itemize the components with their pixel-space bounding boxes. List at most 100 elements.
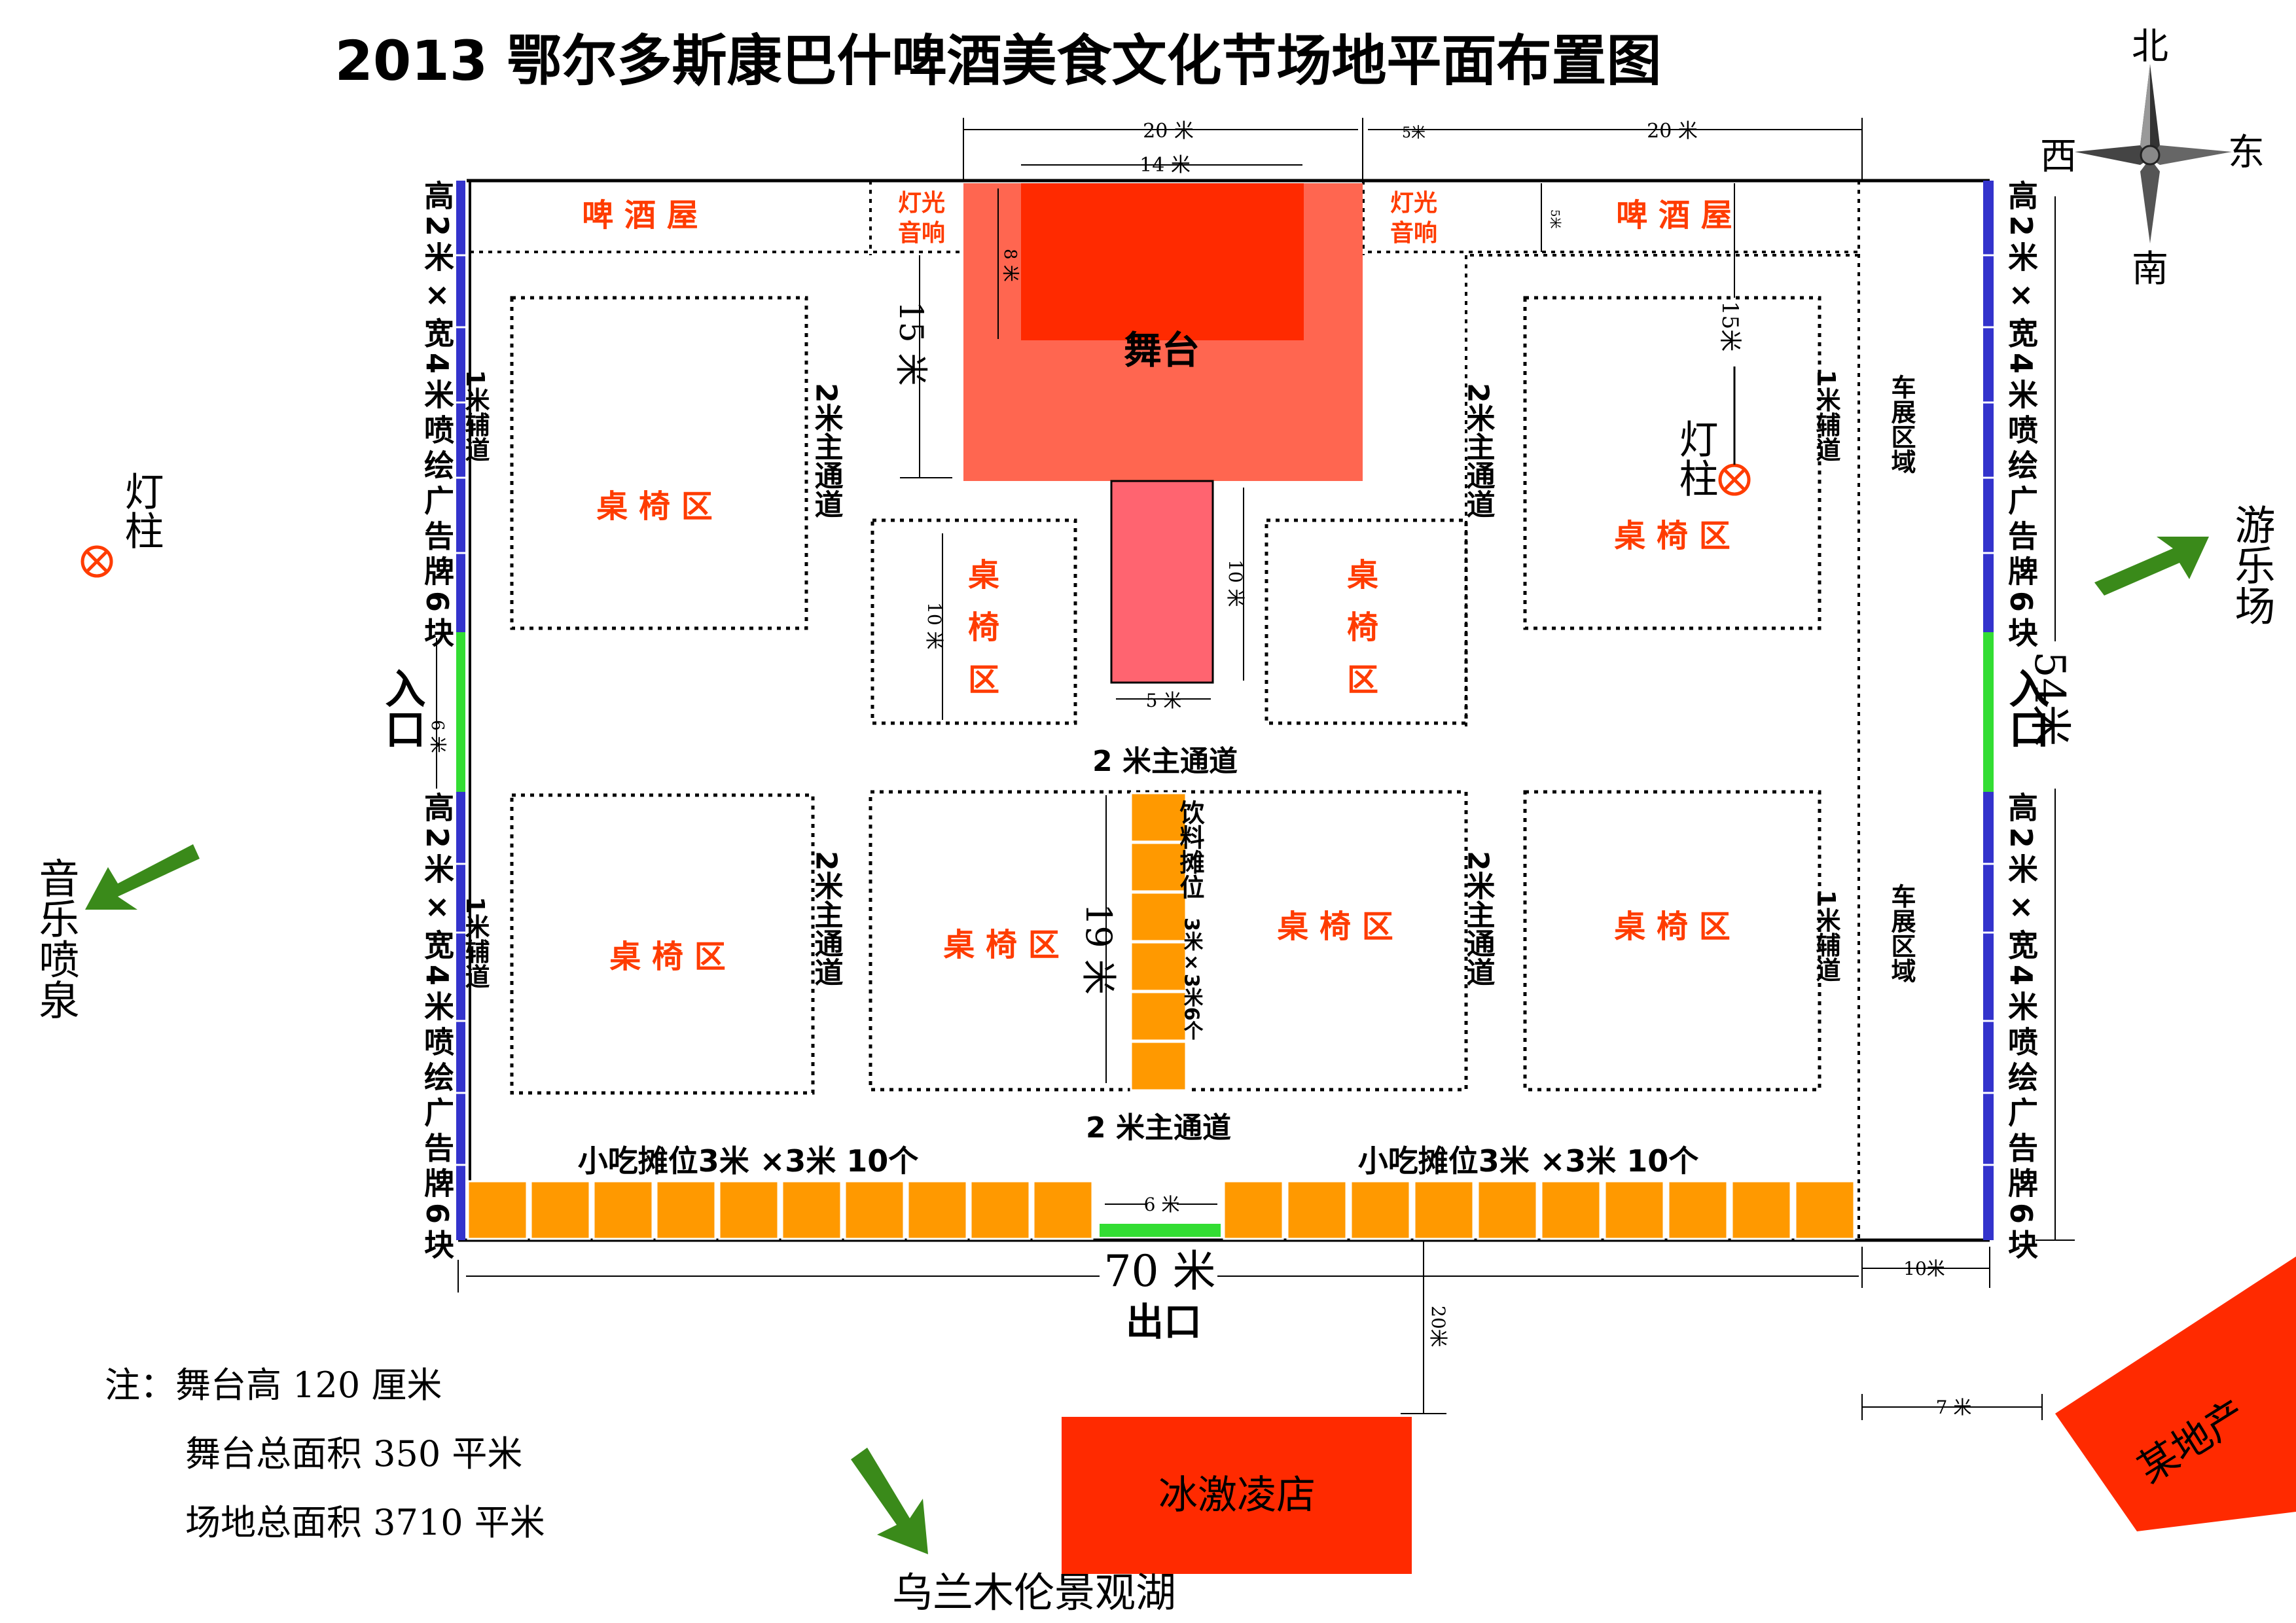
seating-mid-left-2: 椅 (968, 609, 999, 646)
main-path-h1: 2 米主通道 (1092, 745, 1238, 778)
east-label: 东 (2228, 132, 2265, 174)
aux-path-left-top: 1米辅道 (461, 370, 490, 462)
billboard-label-left-top: 高2米×宽4米喷绘广告牌6块 (420, 180, 455, 652)
beer-house-right: 啤 酒 屋 (1616, 197, 1732, 234)
dim-10m-left: 10 米 (924, 602, 945, 650)
snack-stall (1350, 1180, 1411, 1240)
arrow-icon (851, 1448, 928, 1554)
snack-stall (592, 1180, 654, 1240)
snack-stall (655, 1180, 717, 1240)
west-label: 西 (2040, 135, 2077, 178)
dim-15m-right: 15米 (1717, 301, 1743, 351)
snack-stall (1604, 1180, 1665, 1240)
snack-stall (467, 1180, 528, 1240)
seating-mid-left-3: 区 (968, 662, 999, 698)
stage-core (1021, 183, 1304, 340)
lamp-post-outer: 灯柱 (81, 471, 164, 578)
snack-stall (844, 1180, 905, 1240)
snack-stall (969, 1180, 1031, 1240)
dim-7m: 7 米 (1936, 1397, 1972, 1418)
snack-stall (1477, 1180, 1538, 1240)
seating-mid-right-1: 桌 (1347, 557, 1378, 594)
main-path-h2: 2 米主通道 (1086, 1111, 1231, 1145)
billboard-label-right-bottom: 高2米×宽4米喷绘广告牌6块 (2003, 792, 2039, 1264)
main-path-v3: 2米主通道 (1462, 383, 1496, 518)
lamp-post-inner: 灯柱 (1672, 366, 1751, 497)
dim-19m: 19 米 (1078, 903, 1119, 995)
seating-center-right: 桌 椅 区 (1277, 908, 1393, 945)
snack-stall-label-left: 小吃摊位3米 ×3米 10个 (578, 1143, 919, 1179)
exit-label: 出口 (1126, 1300, 1202, 1344)
dim-5m-runway: 5 米 (1146, 690, 1182, 711)
billboards-right (1983, 181, 1994, 1240)
seating-left-top: 桌 椅 区 (596, 488, 712, 525)
snack-stall (1540, 1180, 1602, 1240)
snack-stall (906, 1180, 968, 1240)
main-path-v4: 2米主通道 (1462, 851, 1496, 986)
drink-stall (1130, 842, 1187, 893)
sound-label-1: 音响 (898, 220, 945, 247)
main-path-v1: 2米主通道 (810, 383, 844, 518)
note-site-area: 场地总面积 3710 平米 (185, 1502, 545, 1543)
lake-label: 乌兰木伦景观湖 (892, 1569, 1176, 1616)
sound-label-2: 音响 (1390, 220, 1437, 247)
light-label-2: 灯光 (1390, 190, 1437, 217)
aux-path-right-bottom: 1米辅道 (1812, 890, 1840, 982)
runway (1110, 480, 1214, 684)
drink-stall (1130, 991, 1187, 1042)
dim-20m-left: 20 米 (1143, 120, 1194, 143)
billboards-left (456, 181, 465, 1240)
exit-gate (1100, 1224, 1221, 1237)
svg-text:6 米: 6 米 (427, 720, 447, 753)
aux-path-right-top: 1米辅道 (1812, 370, 1840, 462)
drink-stall (1130, 1041, 1187, 1092)
dim-54m: 54米 (2025, 651, 2073, 746)
dim-10m-right: 10 米 (1225, 560, 1246, 607)
beer-house-left: 啤 酒 屋 (582, 197, 698, 234)
dim-15m: 15 米 (892, 301, 930, 386)
snack-stall (1413, 1180, 1475, 1240)
drink-stall-spec: 3米×3米6个 (1180, 918, 1204, 1041)
north-label: 北 (2132, 26, 2168, 68)
snack-stall (1223, 1180, 1284, 1240)
snack-stall (1794, 1180, 1856, 1240)
dim-6m-exit: 6 米 (1105, 1192, 1217, 1216)
page-title: 2013 鄂尔多斯康巴什啤酒美食文化节场地平面布置图 (334, 29, 1661, 93)
playground-label: 游乐场 (2228, 504, 2276, 626)
note-stage-height: 注：舞台高 120 厘米 (105, 1364, 442, 1406)
stage-label: 舞台 (1124, 328, 1200, 372)
light-label-1: 灯光 (898, 190, 945, 217)
seating-center-left: 桌 椅 区 (943, 927, 1059, 963)
snack-stall-label-right: 小吃摊位3米 ×3米 10个 (1358, 1143, 1699, 1179)
arrow-icon (2094, 537, 2209, 596)
dim-20m-right: 20 米 (1647, 120, 1698, 143)
music-fountain-label: 音乐喷泉 (32, 857, 80, 1020)
snack-stall (781, 1180, 842, 1240)
entrance-label-right: 入口 (2002, 668, 2050, 749)
dim-10m-car: 10米 (1903, 1258, 1945, 1279)
seating-left-bottom: 桌 椅 区 (609, 938, 725, 975)
south-label: 南 (2132, 248, 2168, 291)
snack-stall (1667, 1180, 1729, 1240)
aux-path-left-bottom: 1米辅道 (461, 897, 490, 989)
drink-stall (1130, 891, 1187, 942)
dimension-lines (457, 118, 2075, 1420)
svg-text:灯柱: 灯柱 (118, 471, 164, 550)
dim-5m-small: 5米 (1548, 209, 1562, 228)
drink-stall (1130, 941, 1187, 992)
car-area-bottom: 车展区域 (1887, 883, 1916, 983)
seating-boxes (510, 296, 1821, 1095)
seating-mid-left-1: 桌 (968, 557, 999, 594)
dim-5m-top: 5米 (1402, 125, 1426, 141)
dim-8m: 8 米 (1000, 249, 1020, 282)
billboard-label-left-bottom: 高2米×宽4米喷绘广告牌6块 (420, 792, 455, 1264)
real-estate-block (2055, 1257, 2296, 1531)
seating-mid-right-2: 椅 (1347, 609, 1378, 646)
snack-stall (718, 1180, 780, 1240)
note-stage-area: 舞台总面积 350 平米 (185, 1433, 522, 1474)
drink-stall (1130, 792, 1187, 843)
dim-70m: 70 米 (1104, 1246, 1216, 1296)
drink-stall-label: 饮料摊位 (1175, 800, 1204, 899)
billboard-label-right-top: 高2米×宽4米喷绘广告牌6块 (2003, 180, 2039, 652)
